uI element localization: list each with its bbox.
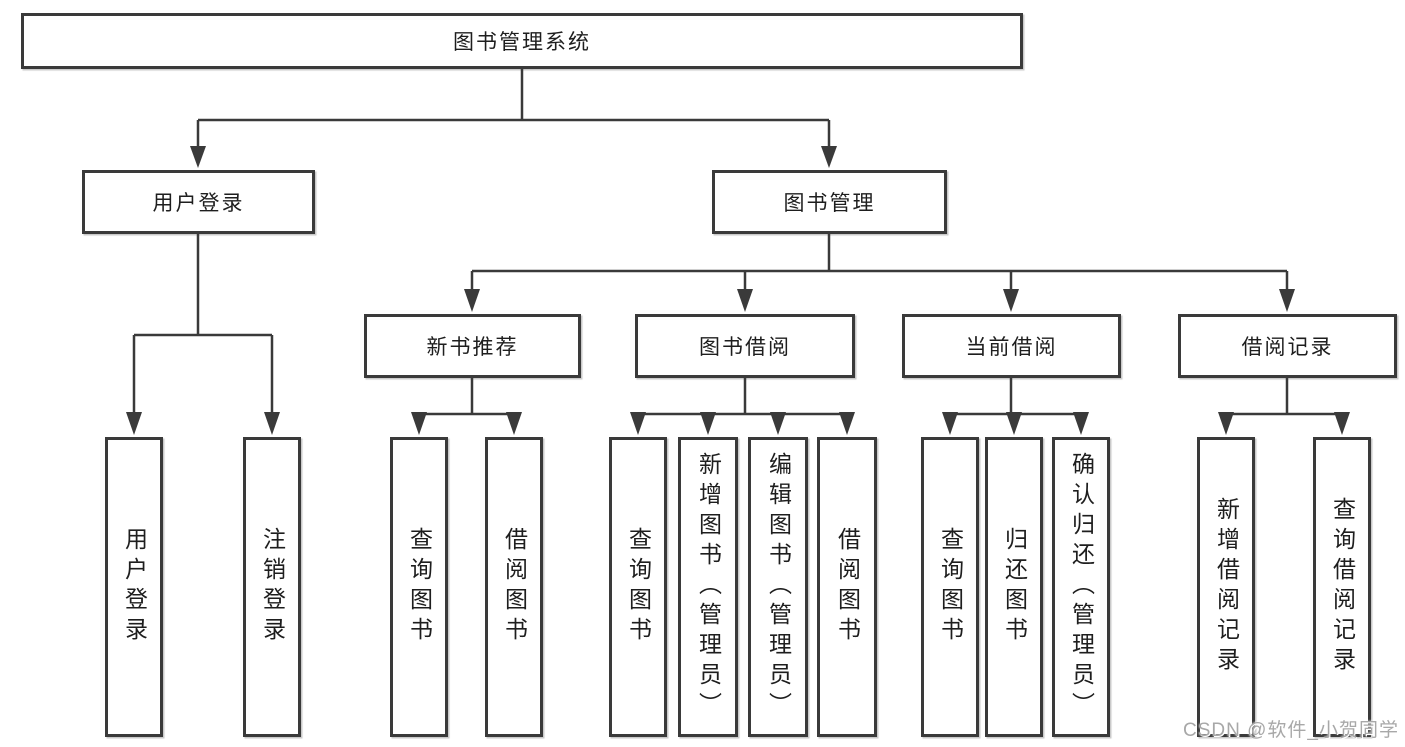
arrow-down-icon: [411, 412, 427, 435]
arrow-down-icon: [942, 412, 958, 435]
arrow-down-icon: [264, 412, 280, 435]
leaf-user-login: 用户登录: [105, 437, 163, 737]
leaf-add-book-admin: 新增图书（管理员）: [678, 437, 738, 737]
connector-current-to-leaves: [950, 378, 1081, 416]
leaf-query-books-recommend: 查询图书: [390, 437, 448, 737]
watermark: CSDN @软件_小贺同学: [1183, 720, 1399, 741]
leaf-edit-book-admin: 编辑图书（管理员）: [748, 437, 808, 737]
arrow-down-icon: [821, 146, 837, 168]
connector-user-login-to-leaves: [132, 233, 274, 413]
connector-borrow-to-leaves: [638, 378, 847, 416]
box-borrow-records-label: 借阅记录: [1241, 336, 1334, 359]
arrow-down-icon: [126, 412, 142, 435]
leaf-logout: 注销登录: [243, 437, 301, 737]
arrow-down-icon: [737, 289, 753, 312]
arrow-down-icon: [630, 412, 646, 435]
arrow-down-icon: [1279, 289, 1295, 312]
box-user-login: 用户登录: [82, 170, 315, 234]
arrow-down-icon: [464, 289, 480, 312]
leaf-logout-label: 注销登录: [259, 527, 286, 647]
leaf-return-book: 归还图书: [985, 437, 1043, 737]
connector-root-to-level2: [196, 68, 831, 147]
root-box-system: 图书管理系统: [21, 13, 1023, 69]
leaf-query-borrow-record: 查询借阅记录: [1313, 437, 1371, 737]
arrow-down-icon: [770, 412, 786, 435]
leaf-user-login-label: 用户登录: [121, 527, 148, 647]
box-book-management-label: 图书管理: [783, 192, 876, 215]
arrow-down-icon: [506, 412, 522, 435]
box-borrow-records: 借阅记录: [1178, 314, 1397, 378]
leaf-borrow-books-recommend-label: 借阅图书: [501, 527, 528, 647]
leaf-borrow-books-borrow: 借阅图书: [817, 437, 877, 737]
leaf-query-borrow-record-label: 查询借阅记录: [1329, 497, 1356, 677]
arrow-down-icon: [1006, 412, 1022, 435]
arrow-down-icon: [1003, 289, 1019, 312]
leaf-return-book-label: 归还图书: [1001, 527, 1028, 647]
leaf-confirm-return-admin: 确认归还（管理员）: [1052, 437, 1110, 737]
leaf-add-book-admin-label: 新增图书（管理员）: [695, 452, 722, 722]
leaf-confirm-return-admin-label: 确认归还（管理员）: [1068, 452, 1095, 722]
box-book-borrow-label: 图书借阅: [699, 336, 791, 359]
leaf-query-books-current: 查询图书: [921, 437, 979, 737]
box-book-management: 图书管理: [712, 170, 947, 234]
leaf-query-books-recommend-label: 查询图书: [406, 527, 433, 647]
box-current-borrow-label: 当前借阅: [965, 336, 1058, 359]
arrow-down-icon: [839, 412, 855, 435]
leaf-borrow-books-borrow-label: 借阅图书: [834, 527, 861, 647]
leaf-query-books-borrow-label: 查询图书: [625, 527, 652, 647]
arrow-down-icon: [1073, 412, 1089, 435]
connector-recommend-to-leaves: [419, 378, 514, 416]
leaf-query-books-current-label: 查询图书: [937, 527, 964, 647]
connector-records-to-leaves: [1226, 378, 1342, 416]
leaf-add-borrow-record-label: 新增借阅记录: [1213, 497, 1240, 677]
box-new-book-recommend: 新书推荐: [364, 314, 581, 378]
box-new-book-recommend-label: 新书推荐: [426, 336, 519, 359]
arrow-down-icon: [1218, 412, 1234, 435]
leaf-borrow-books-recommend: 借阅图书: [485, 437, 543, 737]
arrow-down-icon: [190, 146, 206, 168]
leaf-add-borrow-record: 新增借阅记录: [1197, 437, 1255, 737]
box-user-login-label: 用户登录: [152, 192, 245, 215]
box-current-borrow: 当前借阅: [902, 314, 1121, 378]
leaf-edit-book-admin-label: 编辑图书（管理员）: [765, 452, 792, 722]
root-label: 图书管理系统: [453, 31, 591, 54]
connector-book-mgmt-to-level3: [470, 233, 1289, 291]
leaf-query-books-borrow: 查询图书: [609, 437, 667, 737]
arrow-down-icon: [1334, 412, 1350, 435]
arrow-down-icon: [700, 412, 716, 435]
box-book-borrow: 图书借阅: [635, 314, 855, 378]
